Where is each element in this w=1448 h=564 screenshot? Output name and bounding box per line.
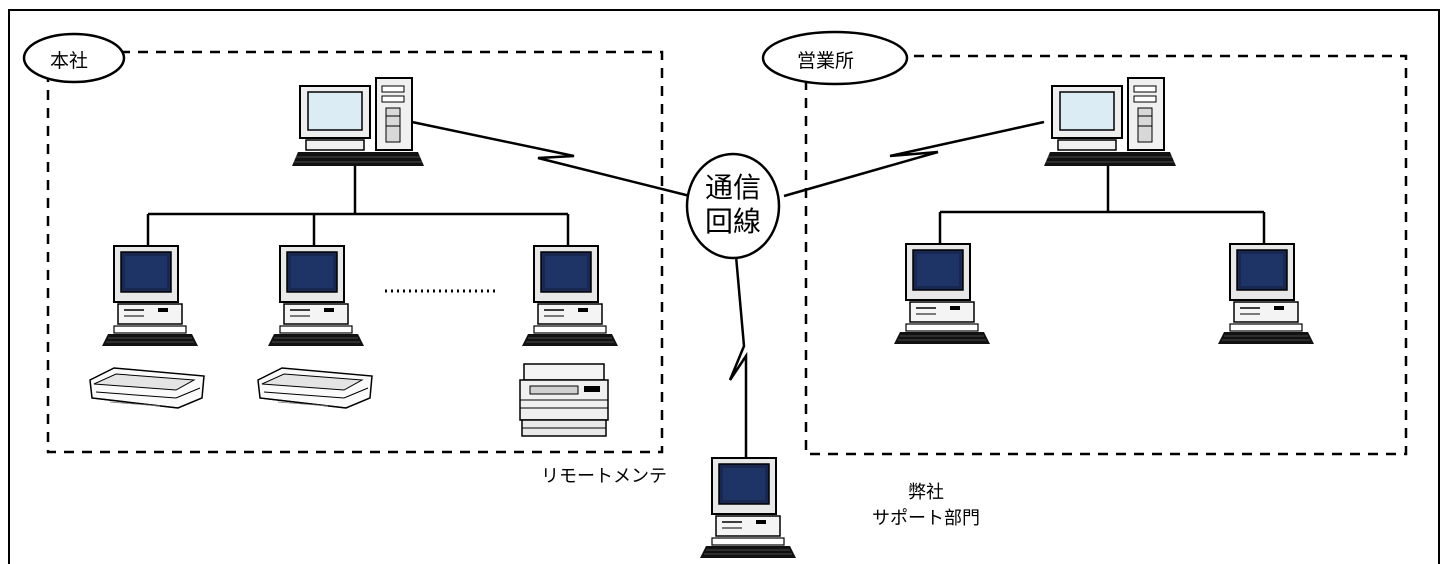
remote-maintenance-label: リモートメンテ bbox=[541, 466, 667, 487]
branch-pc-1 bbox=[893, 243, 991, 345]
remote-maintenance-pc bbox=[699, 457, 797, 559]
dot-matrix-printer-2 bbox=[257, 367, 373, 409]
comm-line-label-bottom: 回線 bbox=[704, 205, 761, 238]
branch-oval bbox=[761, 30, 909, 86]
head-office-pc-1 bbox=[101, 245, 199, 347]
head-office-server bbox=[291, 77, 425, 167]
support-dept-label-1: 弊社 bbox=[908, 482, 944, 503]
head-office-pc-2 bbox=[267, 245, 365, 347]
comm-line-label-top: 通信 bbox=[704, 171, 761, 204]
branch-server bbox=[1043, 77, 1177, 167]
outer-frame bbox=[8, 9, 1440, 564]
laser-printer bbox=[519, 363, 609, 437]
branch-boundary bbox=[804, 54, 1408, 456]
comm-line-node bbox=[685, 152, 781, 260]
branch-label: 営業所 bbox=[797, 50, 855, 72]
wan-links bbox=[411, 120, 1045, 460]
head-office-lan bbox=[146, 160, 570, 246]
branch-lan bbox=[938, 160, 1266, 244]
head-office-pc-3 bbox=[521, 245, 619, 347]
support-dept-label-2: サポート部門 bbox=[872, 508, 980, 529]
head-office-label: 本社 bbox=[50, 50, 89, 72]
head-office-boundary bbox=[46, 50, 664, 454]
head-office-oval bbox=[22, 32, 126, 84]
dot-matrix-printer-1 bbox=[89, 367, 205, 409]
branch-pc-2 bbox=[1217, 243, 1315, 345]
